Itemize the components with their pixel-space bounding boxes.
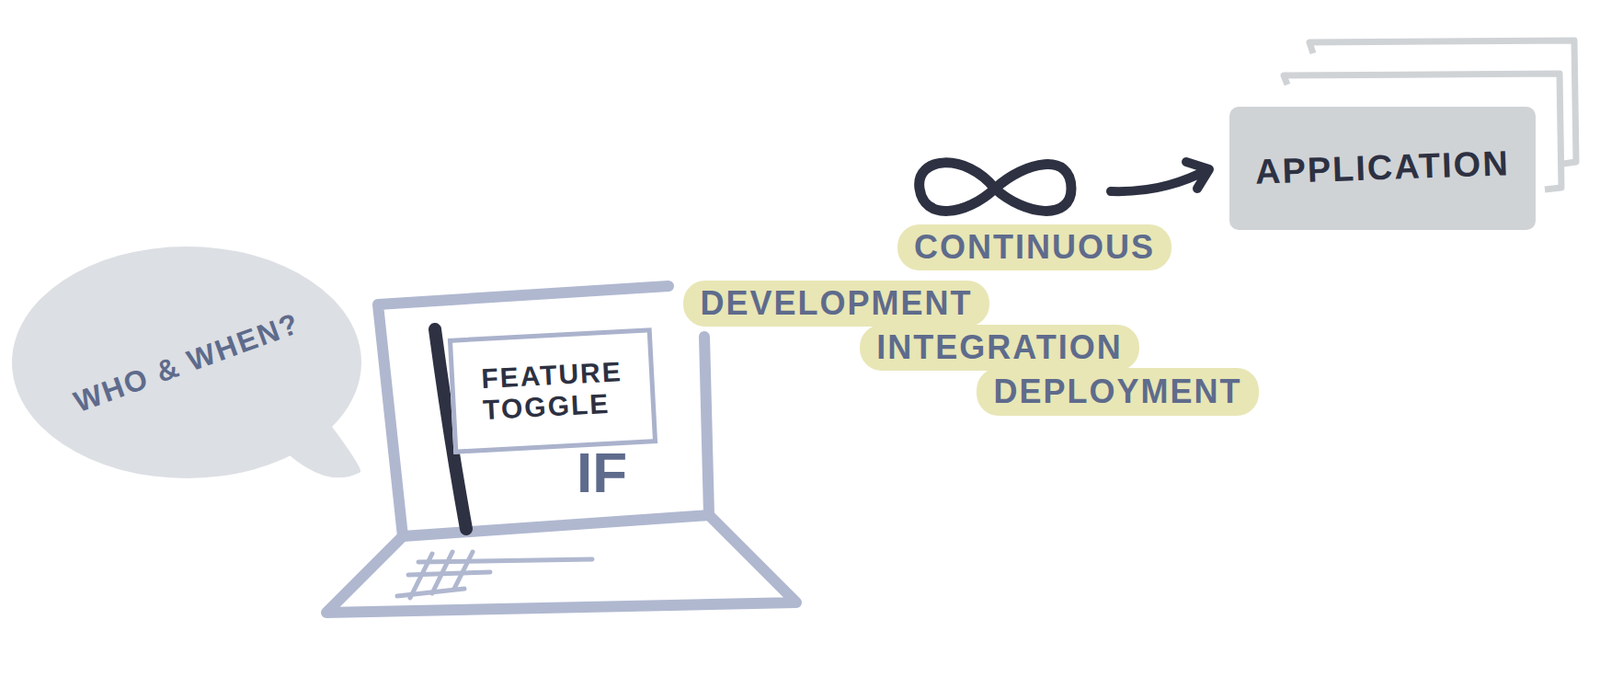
node-text: DEPLOYMENT [993,372,1242,411]
node-text: INTEGRATION [876,328,1122,366]
infinity-symbol [919,162,1072,212]
bubble-ellipse [11,246,362,479]
laptop-drawing [326,285,797,613]
speech-bubble: WHO & WHEN? [10,244,364,480]
highlight-band: DEVELOPMENT [683,280,990,327]
highlight-band: INTEGRATION [859,324,1140,371]
flag-box: FEATURE TOGGLE [447,327,658,454]
application-box: APPLICATION [1229,106,1536,230]
node-text: DEVELOPMENT [699,284,972,322]
bubble-tail [283,414,362,479]
node-text: APPLICATION [1254,143,1510,193]
highlight-band: DEPLOYMENT [976,367,1259,416]
highlight-band: CONTINUOUS [897,224,1172,271]
node-text: CONTINUOUS [914,228,1155,266]
node-text: FEATURE TOGGLE [480,355,626,427]
code-label: IF [576,439,628,505]
arrow [1110,161,1210,192]
